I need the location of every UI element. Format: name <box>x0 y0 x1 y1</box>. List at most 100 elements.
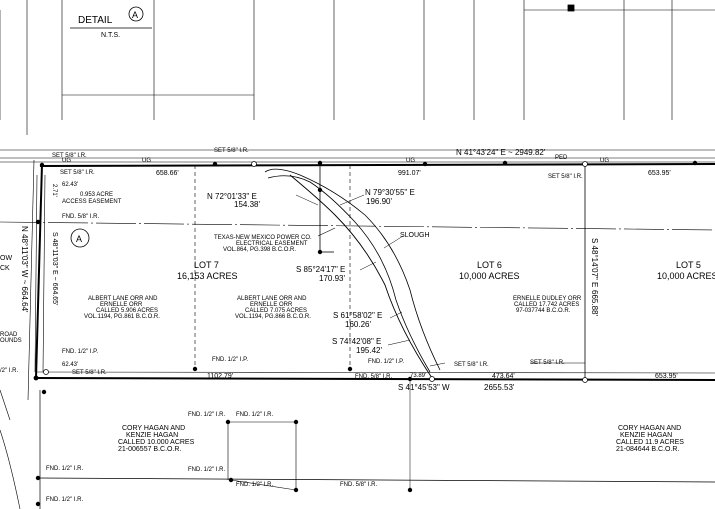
owner-5-line-2: KENZIE HAGAN <box>620 432 672 439</box>
dist-62-a: 62.43' <box>62 182 78 188</box>
road-label-ow: OW <box>0 255 12 262</box>
owner-2-line-1: ALBERT LANE ORR AND <box>237 296 307 302</box>
monument-dots <box>33 160 698 507</box>
road-label-ounds: OUNDS <box>0 338 22 344</box>
owner-block-4: CORY HAGAN AND KENZIE HAGAN CALLED 10.00… <box>118 425 195 453</box>
curve-distance-1: 154.38' <box>234 200 260 209</box>
owner-1-line-1: ALBERT LANE ORR AND <box>88 296 158 302</box>
monument-fnd-58-a: FND. 5/8" I.R. <box>62 214 99 220</box>
owner-4-line-1: CORY HAGAN AND <box>122 425 185 432</box>
curve-bearing-4: S 61°58'02" E <box>333 311 382 320</box>
owner-block-5: CORY HAGAN AND KENZIE HAGAN CALLED 11.9 … <box>616 425 684 453</box>
owner-3-line-3: 97-037744 B.C.O.R. <box>516 308 571 314</box>
plan-detail-marker: A <box>76 234 82 244</box>
curve-distance-4: 160.26' <box>345 320 371 329</box>
detail-marker: A <box>132 10 138 20</box>
monument-fnd-12ip-a: FND. 1/2" I.P. <box>62 349 98 355</box>
owner-1-line-4: VOL.1194, PG.861 B.C.O.R. <box>84 314 160 320</box>
slough-label: SLOUGH <box>400 232 430 239</box>
owner-5-line-3: CALLED 11.9 ACRES <box>616 439 684 446</box>
monument-fnd-12ir-3: FND. 1/2" I.R. <box>46 466 83 472</box>
monument-fnd-12ir-5: FND. 1/2" I.R. <box>236 482 273 488</box>
monument-set-58-f: SET 5/8" I.R. <box>530 360 565 366</box>
south-line-bearing: S 41°45'53" W <box>398 383 450 392</box>
west-small-distance: 2.71' <box>51 184 57 197</box>
owner-4-line-4: 21-006557 B.C.O.R. <box>118 446 181 453</box>
monument-fnd-12ir-1: FND. 1/2" I.R. <box>188 412 225 418</box>
owner-block-2: ALBERT LANE ORR AND ERNELLE ORR CALLED 7… <box>235 296 311 320</box>
dist-62-b: 62.43' <box>62 362 78 368</box>
curve-bearing-2: N 79°30'55" E <box>365 188 415 197</box>
monument-fnd-12ir-2: FND. 1/2" I.R. <box>236 412 273 418</box>
power-line-1: TEXAS-NEW MEXICO POWER CO. <box>214 235 312 241</box>
curve-distance-3: 170.93' <box>319 274 345 283</box>
curve-distance-2: 196.90' <box>366 197 392 206</box>
ped-label: PED <box>555 155 568 161</box>
lot-5-acres: 10,000 ACRES <box>657 271 715 281</box>
monument-fnd-12ir-6: FND. 1/2" I.R. <box>46 497 83 503</box>
detail-title: DETAIL <box>78 15 113 26</box>
dist-991: 991.07' <box>398 170 421 177</box>
detail-scale: N.T.S. <box>101 32 120 39</box>
dist-653-n: 653.95' <box>648 170 671 177</box>
monument-set-58-e: SET 5/8" I.R. <box>72 370 107 376</box>
monument-set-58-g: SET 5/8" I.R. <box>454 362 489 368</box>
monument-set-58-a: SET 5/8" I.R. <box>52 153 87 159</box>
dist-658: 658.66' <box>156 170 179 177</box>
dist-653-s: 653.95' <box>655 373 678 380</box>
owner-4-line-3: CALLED 10.000 ACRES <box>118 439 195 446</box>
lot-7-name: LOT 7 <box>194 260 219 270</box>
owner-block-3: ERNELLE DUDLEY ORR CALLED 17.742 ACRES 9… <box>513 296 582 314</box>
lot-7-acres: 16,153 ACRES <box>177 271 238 281</box>
monument-set-58-b: SET 5/8" I.R. <box>214 148 249 154</box>
curve-bearing-5: S 74°42'08" E <box>332 337 381 346</box>
lot-6-acres: 10,000 ACRES <box>459 271 520 281</box>
owner-5-line-1: CORY HAGAN AND <box>618 425 681 432</box>
west-line-bearing: N 48°11'03" W ~ 664.64' <box>20 226 29 313</box>
dist-473: 473.64' <box>492 373 515 380</box>
west-inner-bearing: S 48°11'03" E ~ 664.65' <box>51 232 59 305</box>
ug-label-2: UG <box>406 158 415 164</box>
lot-5-name: LOT 5 <box>676 260 701 270</box>
owner-3-line-1: ERNELLE DUDLEY ORR <box>513 296 582 302</box>
monument-set-58-c: SET 5/8" I.R. <box>548 174 583 180</box>
ug-label-3: UG <box>600 158 609 164</box>
owner-1-line-3: CALLED 5.906 ACRES <box>96 308 158 314</box>
owner-1-line-2: ERNELLE ORR <box>100 302 143 308</box>
ug-label-1: UG <box>142 158 151 164</box>
road-label-road: ROAD <box>0 332 18 338</box>
owner-5-line-4: 21-084644 B.C.O.R. <box>616 446 679 453</box>
road-label-ck: CK <box>0 265 10 272</box>
easement-line-2: ACCESS EASEMENT <box>62 199 122 205</box>
ug-label-4: UG <box>62 158 71 164</box>
monument-set-58-d: SET 5/8" I.R. <box>60 170 95 176</box>
set-monument-circles <box>43 161 588 383</box>
dist-1102: 1102.79' <box>207 373 233 380</box>
monument-fnd-12ip-c: FND. 1/2" I.P. <box>368 359 404 365</box>
owner-4-line-2: KENZIE HAGAN <box>126 432 178 439</box>
owner-2-line-3: CALLED 7.075 ACRES <box>245 308 307 314</box>
east-line-bearing: S 48°14'07" E <box>590 238 599 287</box>
curve-distance-5: 195.42' <box>356 346 382 355</box>
monument-fnd-12ir-4: FND. 1/2" I.R. <box>188 467 225 473</box>
curve-bearing-3: S 85°24'17" E <box>296 265 345 274</box>
monument-fnd-58-c: FND. 5/8" I.R. <box>340 482 377 488</box>
dist-73: 73.89' <box>410 373 426 379</box>
lot-6-name: LOT 6 <box>477 260 502 270</box>
owner-3-line-2: CALLED 17.742 ACRES <box>514 302 579 308</box>
south-line-total: 2655.53' <box>484 383 515 392</box>
monument-fnd-12ip-b: FND. 1/2" I.P. <box>212 357 248 363</box>
owner-2-line-2: ERNELLE ORR <box>250 302 293 308</box>
easement-line-1: 0.953 ACRE <box>80 192 113 198</box>
curve-bearing-1: N 72°01'33" E <box>207 192 257 201</box>
power-line-3: VOL.864, PG.398 B.C.O.R. <box>223 247 296 253</box>
owner-2-line-4: VOL.1194, PG.866 B.C.O.R. <box>235 314 311 320</box>
east-line-distance: 665.88' <box>590 290 599 316</box>
north-line-bearing: N 41°43'24" E ~ 2949.82' <box>456 148 546 157</box>
road-label-ir: /2" I.R. <box>0 368 18 374</box>
owner-block-1: ALBERT LANE ORR AND ERNELLE ORR CALLED 5… <box>84 296 160 320</box>
monument-fnd-58-b: FND. 5/8" I.R. <box>355 374 392 380</box>
power-line-2: ELECTRICAL EASEMENT <box>236 241 308 247</box>
